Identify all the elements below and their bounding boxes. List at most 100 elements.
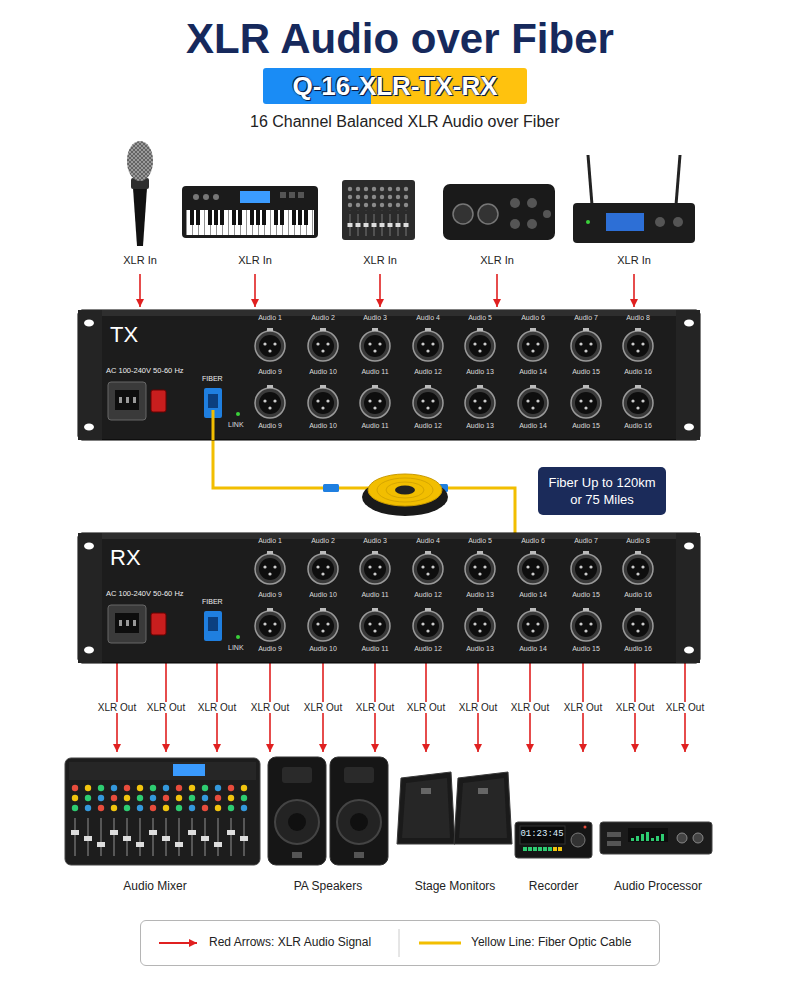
xlr-socket bbox=[627, 335, 649, 357]
xlr-pin bbox=[378, 622, 381, 625]
xlr-connector bbox=[623, 611, 653, 641]
xlr-pin bbox=[641, 342, 644, 345]
device-name: Audio Processor bbox=[598, 880, 718, 894]
xlr-socket bbox=[522, 335, 544, 357]
xlr-latch bbox=[583, 385, 589, 388]
mixer-screen bbox=[173, 764, 205, 776]
panel-face bbox=[78, 310, 700, 440]
mixer-knob bbox=[202, 795, 208, 801]
fader-slot bbox=[74, 818, 76, 856]
fiber-cable-stub bbox=[212, 410, 215, 440]
xlr-pin bbox=[263, 399, 266, 402]
xlr-socket bbox=[417, 558, 439, 580]
xlr-pin bbox=[641, 399, 644, 402]
speaker-cabinet bbox=[330, 757, 388, 865]
mixer-knob bbox=[98, 785, 104, 791]
mixer-knob bbox=[176, 805, 182, 811]
xlr-latch bbox=[372, 551, 378, 554]
rack-ear bbox=[676, 310, 700, 440]
channel-label: Audio 12 bbox=[402, 422, 454, 430]
xlr-pin bbox=[531, 629, 534, 632]
processor-meter bbox=[636, 836, 639, 841]
xlr-latch bbox=[320, 328, 326, 331]
level-meter bbox=[558, 847, 562, 851]
xlr-pin bbox=[368, 622, 371, 625]
monitor-badge bbox=[421, 788, 431, 794]
audio-interface-icon bbox=[443, 184, 555, 240]
unit-name: RX bbox=[110, 545, 141, 570]
output-device: Recorder bbox=[515, 752, 592, 900]
mixer-knob bbox=[163, 795, 169, 801]
xlr-latch bbox=[425, 328, 431, 331]
xlr-connector bbox=[518, 331, 548, 361]
channel-label: Audio 7 bbox=[560, 537, 612, 545]
xlr-socket bbox=[469, 558, 491, 580]
illustration-part bbox=[395, 486, 415, 495]
xlr-pin bbox=[321, 572, 324, 575]
power-inlet-socket bbox=[115, 390, 139, 410]
panel-highlight bbox=[78, 533, 700, 539]
panel-label: FIBER bbox=[202, 375, 223, 383]
xlr-socket bbox=[259, 335, 281, 357]
xlr-pin bbox=[378, 342, 381, 345]
edge-label: XLR Out bbox=[96, 702, 138, 714]
xlr-connector bbox=[518, 388, 548, 418]
rack-hole bbox=[684, 543, 694, 550]
power-pin bbox=[119, 397, 122, 403]
xlr-pin bbox=[579, 565, 582, 568]
xlr-latch bbox=[320, 385, 326, 388]
mixer-body bbox=[65, 758, 260, 865]
channel-label: Audio 15 bbox=[560, 368, 612, 376]
processor-meter bbox=[651, 838, 654, 841]
mixer-knob bbox=[124, 785, 130, 791]
xlr-latch bbox=[477, 328, 483, 331]
fader-cap bbox=[175, 842, 183, 847]
xlr-connector bbox=[308, 611, 338, 641]
fader-cap bbox=[136, 842, 144, 847]
xlr-connector bbox=[571, 611, 601, 641]
xlr-pin bbox=[584, 349, 587, 352]
unit-name: TX bbox=[110, 322, 138, 347]
channel-label: Audio 14 bbox=[507, 591, 559, 599]
channel-label: Audio 10 bbox=[297, 422, 349, 430]
illustration-part bbox=[127, 141, 153, 181]
fader-cap bbox=[149, 830, 157, 835]
channel-label: Audio 8 bbox=[612, 314, 664, 322]
xlr-pin bbox=[431, 342, 434, 345]
xlr-connector bbox=[623, 331, 653, 361]
xlr-pin bbox=[431, 622, 434, 625]
illustration-part bbox=[182, 186, 318, 238]
mixer-knob bbox=[150, 795, 156, 801]
power-pin bbox=[133, 620, 136, 626]
level-meter bbox=[553, 847, 557, 851]
xlr-pin bbox=[426, 349, 429, 352]
power-pin bbox=[126, 397, 129, 403]
xlr-pin bbox=[263, 565, 266, 568]
processor-button bbox=[607, 832, 621, 837]
edge-label: XLR Out bbox=[509, 702, 551, 714]
processor-body bbox=[600, 822, 712, 854]
xlr-pin bbox=[584, 572, 587, 575]
signal-label: XLR In bbox=[347, 254, 647, 267]
xlr-pin bbox=[321, 349, 324, 352]
power-inlet bbox=[108, 605, 146, 643]
illustration-part bbox=[543, 210, 551, 218]
xlr-connector bbox=[360, 388, 390, 418]
mixer-knob bbox=[85, 805, 91, 811]
model-badge: Q-16-XLR-TX-RX bbox=[263, 68, 527, 104]
edge-label: XLR Out bbox=[664, 702, 706, 714]
wireless-receiver-icon bbox=[573, 155, 695, 243]
xlr-pin bbox=[431, 565, 434, 568]
mixer-knob bbox=[228, 805, 234, 811]
xlr-socket bbox=[417, 392, 439, 414]
legend-box: Red Arrows: XLR Audio SignalYellow Line:… bbox=[140, 920, 660, 966]
channel-label: Audio 1 bbox=[244, 537, 296, 545]
mixer-knob bbox=[215, 785, 221, 791]
mixer-knob bbox=[111, 785, 117, 791]
illustration-part bbox=[342, 180, 415, 240]
xlr-pin bbox=[536, 399, 539, 402]
xlr-connector bbox=[413, 554, 443, 584]
illustration-part bbox=[606, 213, 644, 231]
fader-slot bbox=[152, 818, 154, 856]
